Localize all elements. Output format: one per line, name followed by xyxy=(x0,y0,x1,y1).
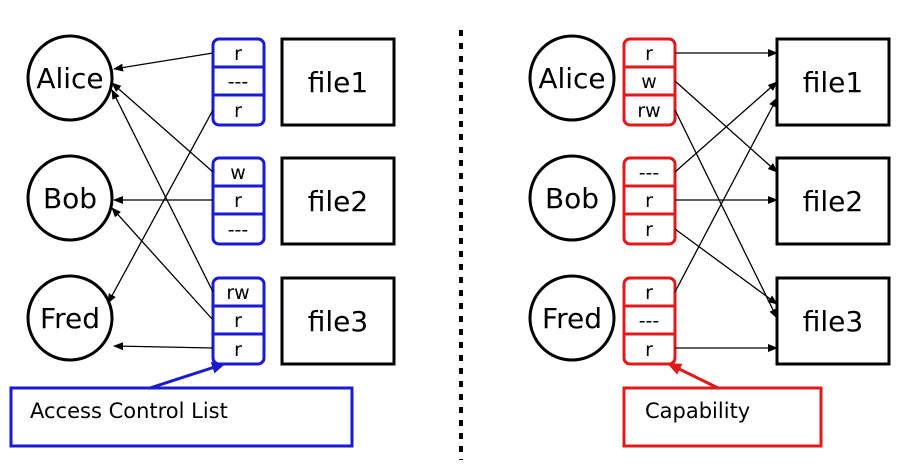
acl-list-file3-entry: r xyxy=(234,339,242,361)
acl-caption-pointer xyxy=(149,361,226,390)
acl-list-file1-entry: r xyxy=(234,100,242,122)
cap-list-alice-entry: r xyxy=(645,43,653,65)
capability-caption-pointer xyxy=(667,362,719,390)
acl-user-fred: Fred xyxy=(26,274,114,362)
acl-file-2-label: file2 xyxy=(308,185,368,218)
cap-user-fred: Fred xyxy=(528,274,616,362)
cap-user-bob-label: Bob xyxy=(545,182,599,215)
cap-user-fred-label: Fred xyxy=(542,302,602,335)
cap-list-fred-entry: --- xyxy=(639,310,660,332)
cap-list-fred-entry: r xyxy=(645,282,653,304)
acl-file-1-label: file1 xyxy=(308,66,368,99)
cap-list-alice: r w rw xyxy=(622,37,677,127)
cap-list-fred-entry: r xyxy=(645,339,653,361)
cap-list-bob: --- r r xyxy=(622,156,677,246)
cap-user-bob: Bob xyxy=(528,154,616,242)
acl-arrow xyxy=(107,109,214,304)
acl-file-1: file1 xyxy=(280,37,396,127)
cap-list-alice-entry: w xyxy=(641,71,657,93)
cap-arrow xyxy=(674,97,778,293)
acl-panel: Alice Bob Fred file1 file2 file3 r xyxy=(9,34,396,448)
cap-arrow xyxy=(674,109,778,319)
acl-file-3-label: file3 xyxy=(308,305,368,338)
acl-arrow xyxy=(113,342,214,351)
cap-list-bob-entry: --- xyxy=(639,162,660,184)
acl-caption-label: Access Control List xyxy=(30,399,228,423)
acl-arrows xyxy=(107,52,214,351)
cap-arrows xyxy=(674,49,778,352)
cap-arrow xyxy=(674,81,778,173)
cap-file-1-label: file1 xyxy=(803,66,863,99)
acl-list-file1-entry: r xyxy=(234,43,242,65)
acl-arrow xyxy=(111,82,214,173)
acl-user-alice: Alice xyxy=(26,34,114,122)
acl-file-2: file2 xyxy=(280,156,396,246)
cap-file-3-label: file3 xyxy=(803,305,863,338)
capability-caption: Capability xyxy=(622,362,823,448)
capability-panel: Alice Bob Fred file1 file2 file3 r xyxy=(528,34,891,448)
acl-caption: Access Control List xyxy=(9,361,354,448)
cap-file-2-label: file2 xyxy=(803,185,863,218)
cap-arrow xyxy=(674,228,778,305)
acl-user-bob-label: Bob xyxy=(43,182,97,215)
capability-caption-label: Capability xyxy=(645,399,750,423)
cap-user-alice: Alice xyxy=(528,34,616,122)
acl-user-bob: Bob xyxy=(26,154,114,242)
acl-list-file1: r --- r xyxy=(211,37,266,127)
cap-list-alice-entry: rw xyxy=(637,100,660,122)
cap-list-bob-entry: r xyxy=(645,190,653,212)
acl-arrow xyxy=(111,89,214,293)
cap-file-1: file1 xyxy=(775,37,891,127)
acl-list-file2: w r --- xyxy=(211,156,266,246)
acl-list-file3: rw r r xyxy=(211,276,266,366)
cap-list-fred: r --- r xyxy=(622,276,677,366)
acl-list-file2-entry: w xyxy=(230,162,246,184)
acl-list-file3-entry: r xyxy=(234,310,242,332)
acl-user-alice-label: Alice xyxy=(36,62,103,95)
acl-list-file2-entry: --- xyxy=(228,219,249,241)
acl-list-file2-entry: r xyxy=(234,190,242,212)
acl-arrow xyxy=(111,207,214,321)
acl-list-file1-entry: --- xyxy=(228,71,249,93)
acl-list-file3-entry: rw xyxy=(226,282,249,304)
acl-file-3: file3 xyxy=(280,276,396,366)
cap-list-bob-entry: r xyxy=(645,219,653,241)
acl-arrow xyxy=(113,52,214,72)
acl-user-fred-label: Fred xyxy=(40,302,100,335)
cap-user-alice-label: Alice xyxy=(538,62,605,95)
cap-file-2: file2 xyxy=(775,156,891,246)
cap-file-3: file3 xyxy=(775,276,891,366)
